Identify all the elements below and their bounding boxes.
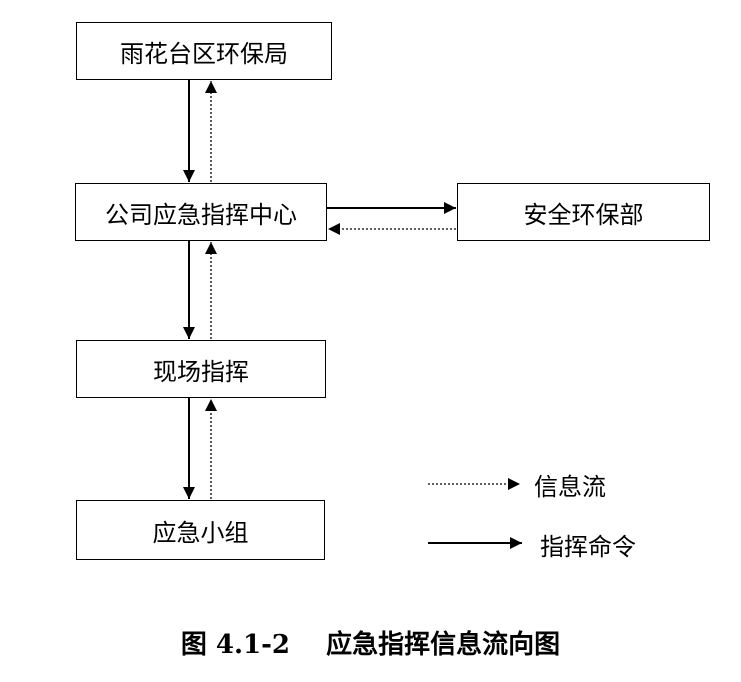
node-emergency-team-label: 应急小组 [152, 518, 249, 547]
legend-command-label: 指挥命令 [540, 533, 636, 561]
node-epb: 雨花台区环保局 [76, 22, 332, 80]
node-emergency-team: 应急小组 [76, 500, 325, 560]
node-safety-dept: 安全环保部 [457, 183, 710, 241]
node-site-command-label: 现场指挥 [153, 357, 249, 386]
node-command-center-label: 公司应急指挥中心 [105, 200, 297, 229]
node-epb-label: 雨花台区环保局 [120, 39, 288, 68]
legend-info-flow-label: 信息流 [534, 473, 606, 501]
node-site-command: 现场指挥 [76, 340, 326, 398]
figure-caption: 图 4.1-2 应急指挥信息流向图 [180, 630, 561, 660]
node-command-center: 公司应急指挥中心 [75, 183, 327, 241]
node-safety-dept-label: 安全环保部 [523, 200, 644, 229]
